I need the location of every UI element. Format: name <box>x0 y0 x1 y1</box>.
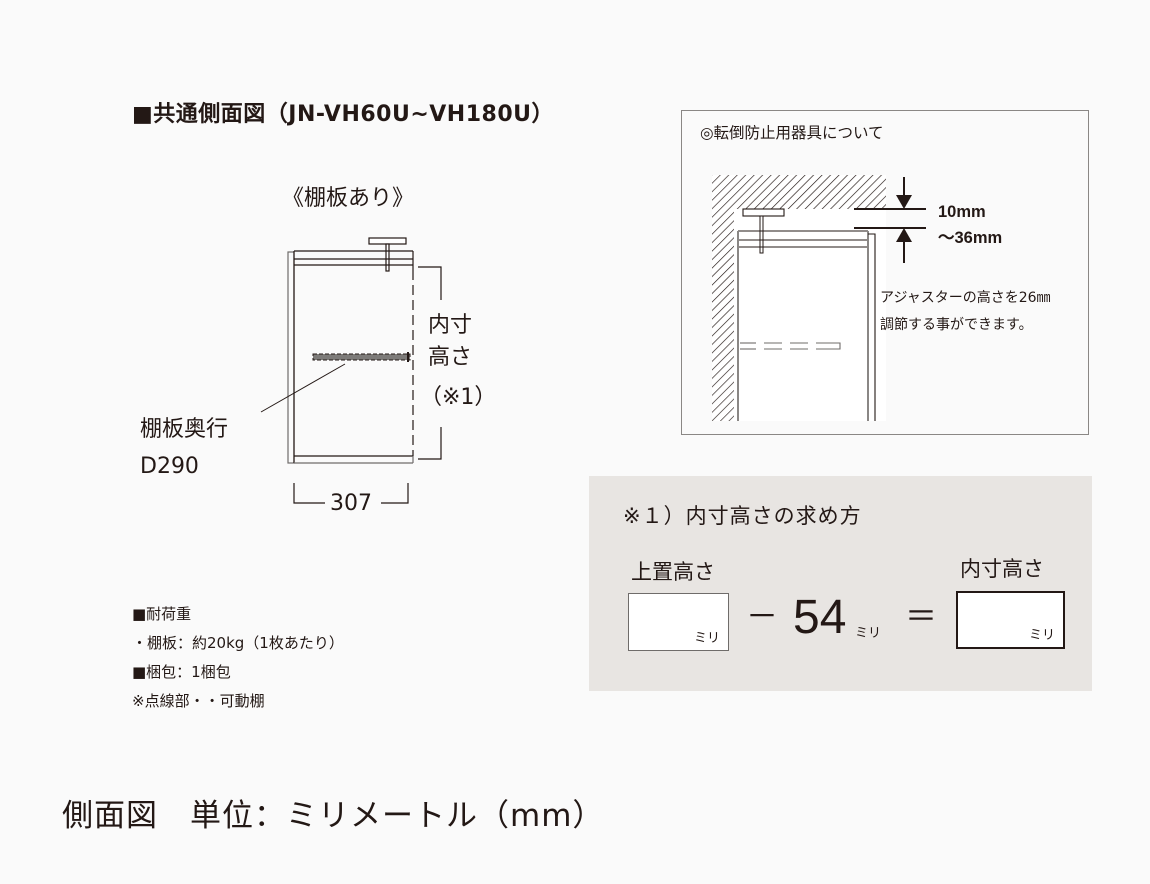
adjuster-note: アジャスターの高さを26㎜ 調節する事ができます。 <box>880 290 1051 333</box>
unit-caption: 側面図 単位：ミリメートル（mm） <box>62 798 605 834</box>
width-dimension: 307 <box>330 491 372 516</box>
inner-height-result-label: 内寸高さ <box>960 557 1044 581</box>
shelf-depth-label: 棚板奥行 <box>140 417 229 442</box>
constant-unit: ミリ <box>855 626 882 641</box>
diagram-subtitle: 《棚板あり》 <box>282 186 415 211</box>
anti-tip-panel: ◎転倒防止用器具について <box>681 110 1089 435</box>
formula-title: ※１）内寸高さの求め方 <box>623 504 862 528</box>
adjuster-plate <box>368 237 407 245</box>
overhead-height-label: 上置高さ <box>631 560 715 584</box>
shelf-load: ・棚板：約20kg（1枚あたり） <box>132 634 344 652</box>
dashed-note: ※点線部・・可動棚 <box>132 692 265 710</box>
gap-range-label: 10mm ～36mm <box>938 203 1003 247</box>
inner-height-result-unit: ミリ <box>1028 628 1055 643</box>
anti-tip-diagram <box>712 175 926 421</box>
equals-sign: ＝ <box>905 597 938 635</box>
inner-height-formula-panel: ※１）内寸高さの求め方 上置高さ ミリ － 54 ミリ ＝ 内寸高さ ミリ <box>589 476 1092 691</box>
load-heading: ■耐荷重 <box>132 605 192 623</box>
wall-ceiling-hatch <box>712 175 886 421</box>
overhead-height-input[interactable]: ミリ <box>628 593 729 651</box>
movable-shelf <box>312 353 411 361</box>
page-title: ■共通側面図（JN-VH60U~VH180U） <box>132 102 554 127</box>
anti-tip-title: ◎転倒防止用器具について <box>700 124 884 142</box>
inner-height-note: （※1） <box>420 385 497 410</box>
inner-height-result-box[interactable]: ミリ <box>956 591 1065 649</box>
cabinet-side-diagram <box>260 237 442 504</box>
constant-value: 54 <box>793 591 847 644</box>
packing-info: ■梱包：1梱包 <box>132 663 231 681</box>
shelf-depth-value: D290 <box>140 454 199 479</box>
overhead-height-unit: ミリ <box>693 631 720 646</box>
minus-sign: － <box>746 597 779 635</box>
spec-list: ■耐荷重 ・棚板：約20kg（1枚あたり） ■梱包：1梱包 ※点線部・・可動棚 <box>132 600 344 716</box>
adjuster-rod <box>385 243 390 272</box>
inner-height-label: 内寸 高さ <box>428 313 473 370</box>
